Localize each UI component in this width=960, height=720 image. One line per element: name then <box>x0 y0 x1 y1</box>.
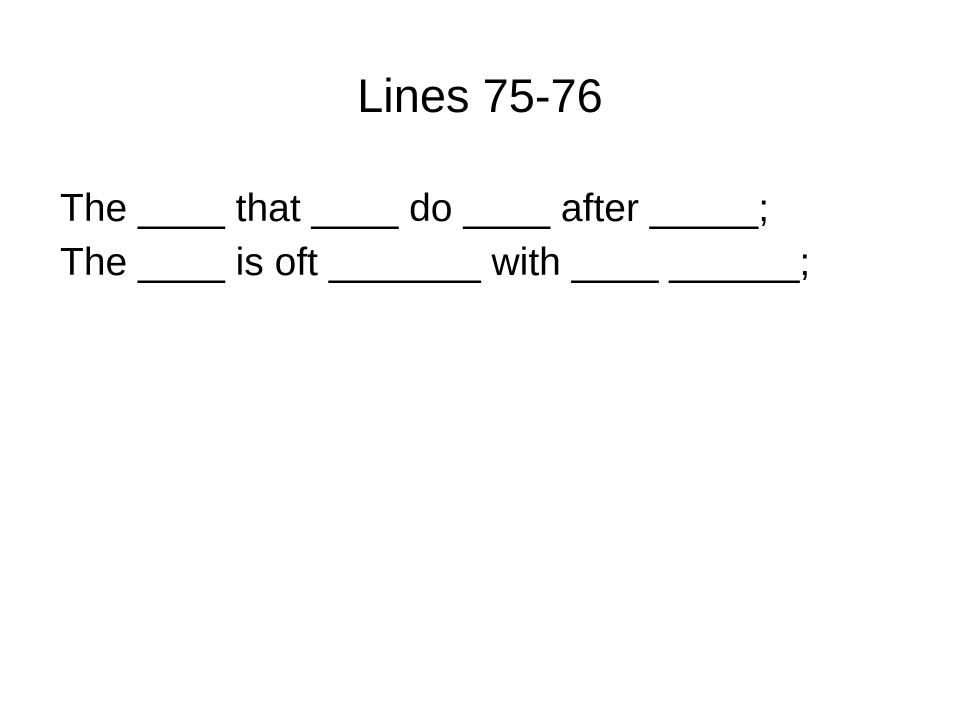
slide-title: Lines 75-76 <box>357 69 603 122</box>
slide-body: The ____ that ____ do ____ after _____; … <box>60 182 920 290</box>
body-line-1: The ____ that ____ do ____ after _____; <box>60 187 770 230</box>
body-line-2: The ____ is oft _______ with ____ ______… <box>60 241 811 284</box>
